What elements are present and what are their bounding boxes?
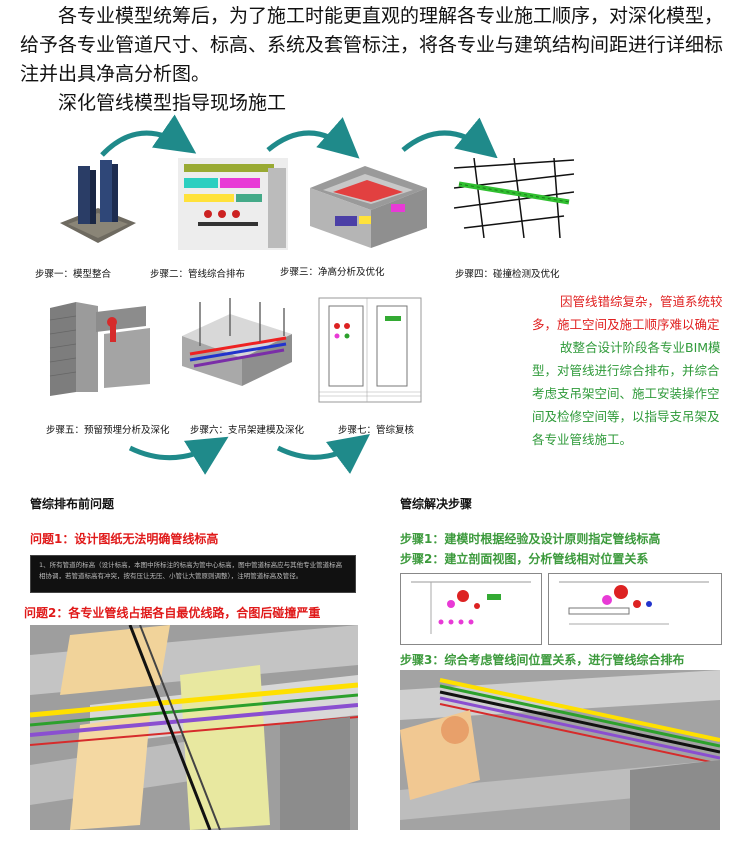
intro-paragraph-2: 深化管线模型指导现场施工 xyxy=(58,92,287,114)
arranged-model-image xyxy=(400,670,720,830)
step1-model-image xyxy=(58,158,138,248)
arrow-2-3 xyxy=(266,117,360,159)
side-note-green: 故整合设计阶段各专业BIM模型，对管线进行综合排布，并综合考虑支吊架空间、施工安… xyxy=(532,340,721,447)
step3-caption: 步骤三：净高分析及优化 xyxy=(280,267,385,278)
step7-drawing-image xyxy=(315,296,425,404)
step5-model-image xyxy=(46,300,154,396)
solution-step-2: 步骤2：建立剖面视图，分析管线相对位置关系 xyxy=(400,552,649,566)
step3-model-image xyxy=(305,158,430,250)
problem-1: 问题1：设计图纸无法明确管线标高 xyxy=(30,532,219,546)
left-heading: 管综排布前问题 xyxy=(30,497,115,511)
side-note-red: 因管线错综复杂，管道系统较多，施工空间及施工顺序难以确定 xyxy=(532,294,723,332)
step4-model-image xyxy=(454,158,574,238)
section-view-1 xyxy=(400,573,542,645)
arrow-6-7 xyxy=(276,434,371,474)
solution-step-3: 步骤3：综合考虑管线间位置关系，进行管线综合排布 xyxy=(400,653,685,667)
solution-step-1: 步骤1：建模时根据经验及设计原则指定管线标高 xyxy=(400,532,661,546)
intro-paragraph-1: 各专业模型统筹后，为了施工时能更直观的理解各专业施工顺序，对深化模型，给予各专业… xyxy=(20,5,724,85)
step6-model-image xyxy=(180,296,295,391)
side-note: 因管线错综复杂，管道系统较多，施工空间及施工顺序难以确定 故整合设计阶段各专业B… xyxy=(532,290,724,451)
step1-caption: 步骤一：模型整合 xyxy=(35,269,112,280)
arrow-5-6 xyxy=(128,436,229,475)
arrow-3-4 xyxy=(401,117,498,159)
step5-caption: 步骤五：预留预埋分析及深化 xyxy=(46,425,170,436)
clash-model-image xyxy=(30,625,358,830)
step6-caption: 步骤六：支吊架建模及深化 xyxy=(190,425,305,436)
step2-caption: 步骤二：管线综合排布 xyxy=(150,269,246,280)
intro-text: 各专业模型统筹后，为了施工时能更直观的理解各专业施工顺序，对深化模型，给予各专业… xyxy=(20,2,736,118)
section-view-2 xyxy=(548,573,722,645)
step4-caption: 步骤四：碰撞检测及优化 xyxy=(455,269,560,280)
drawing-note-text: 1、所有管道的标高（设计标高，本图中所标注的标高为管中心标高，图中管道标高应与其… xyxy=(39,561,343,580)
problem-2: 问题2：各专业管线占据各自最优线路，合图后碰撞严重 xyxy=(24,606,321,620)
arrow-1-2 xyxy=(100,114,197,157)
step7-caption: 步骤七：管综复核 xyxy=(338,425,415,436)
right-heading: 管综解决步骤 xyxy=(400,497,473,511)
drawing-note-box: 1、所有管道的标高（设计标高，本图中所标注的标高为管中心标高，图中管道标高应与其… xyxy=(30,555,356,593)
step2-model-image xyxy=(178,158,288,250)
